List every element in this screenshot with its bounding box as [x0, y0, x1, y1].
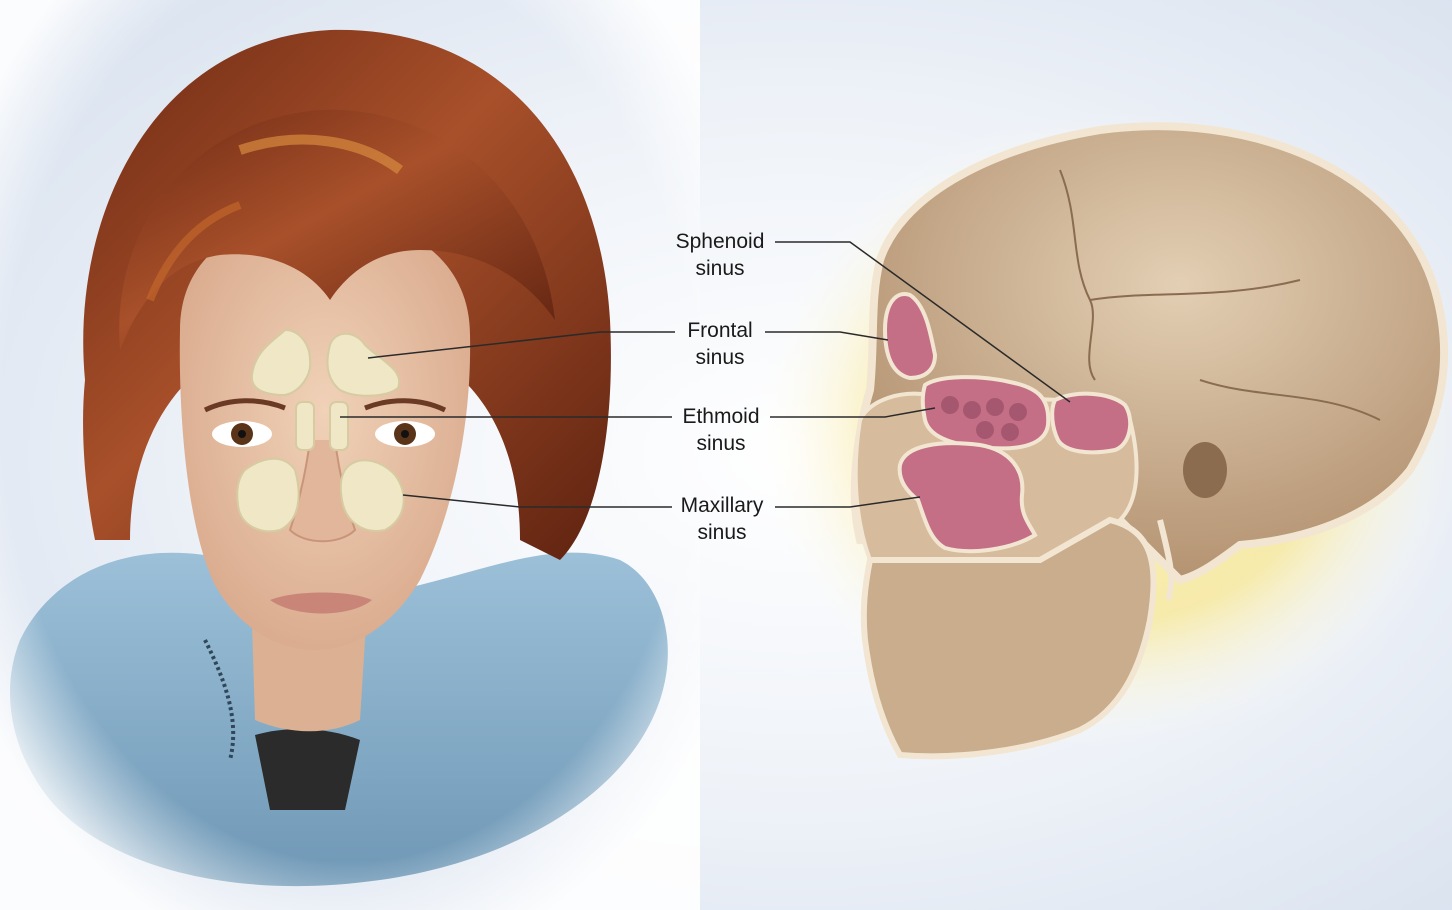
maxillary-label-line2: sinus [662, 519, 782, 546]
woman-illustration [0, 0, 700, 910]
frontal-label-line2: sinus [660, 344, 780, 371]
sphenoid-sinus-label: Sphenoid sinus [660, 228, 780, 282]
ethmoid-label-line2: sinus [661, 430, 781, 457]
maxillary-sinus-label: Maxillary sinus [662, 492, 782, 546]
maxillary-label-line1: Maxillary [662, 492, 782, 519]
face-edge-fade [0, 0, 700, 910]
ethmoid-sinus-label: Ethmoid sinus [661, 403, 781, 457]
sphenoid-label-line2: sinus [660, 255, 780, 282]
ethmoid-label-line1: Ethmoid [661, 403, 781, 430]
frontal-label-line1: Frontal [660, 317, 780, 344]
sphenoid-label-line1: Sphenoid [660, 228, 780, 255]
ear-canal [1183, 442, 1227, 498]
frontal-sinus-label: Frontal sinus [660, 317, 780, 371]
skull-sphenoid-sinus [1052, 394, 1130, 453]
